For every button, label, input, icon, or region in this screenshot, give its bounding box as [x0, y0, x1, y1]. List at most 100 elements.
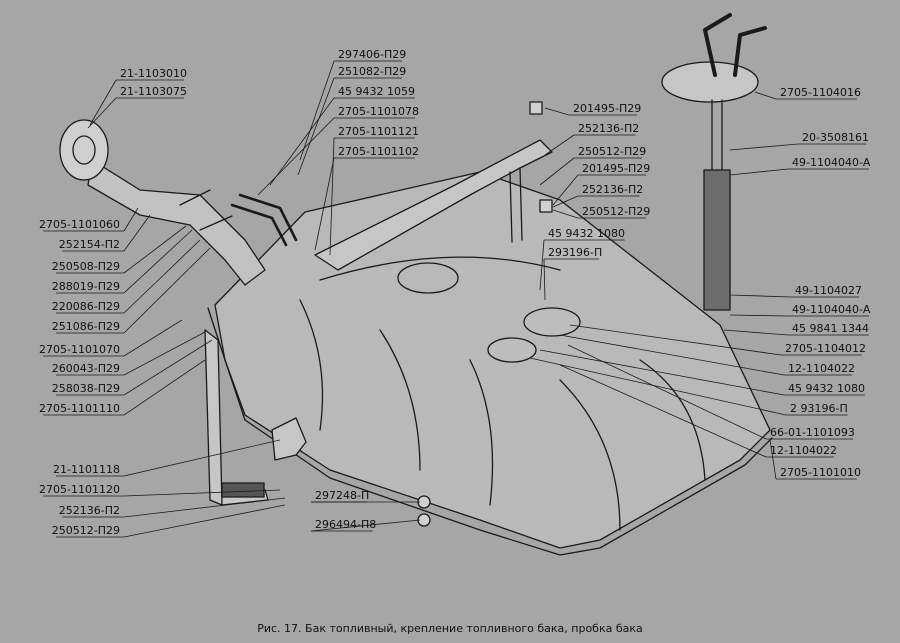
- part-label: 252136-П2: [59, 504, 120, 517]
- leader-line: [539, 157, 575, 186]
- leader-line: [123, 214, 151, 252]
- tank-rib-5: [639, 359, 706, 481]
- leader-line: [299, 60, 335, 161]
- leader-line: [123, 247, 211, 334]
- part-label: 21-1101118: [53, 463, 120, 476]
- tank-top-rib: [319, 256, 561, 281]
- part-label: 12-1104022: [770, 444, 837, 457]
- part-label: 45 9432 1080: [788, 382, 865, 395]
- leader-line: [569, 324, 782, 356]
- bolt-1: [529, 101, 543, 115]
- leader-line: [257, 117, 335, 196]
- leader-line: [552, 195, 579, 208]
- leader-line: [754, 91, 777, 100]
- leader-line: [123, 489, 281, 497]
- sender-tube-1: [703, 13, 732, 77]
- part-label: 252136-П2: [578, 122, 639, 135]
- leader-line: [729, 294, 792, 298]
- leader-line: [123, 319, 183, 357]
- part-label: 297248-П: [315, 489, 369, 502]
- sender-tube-body: [703, 169, 731, 311]
- sender-flange: [661, 61, 759, 103]
- filler-clamp: [179, 189, 233, 231]
- figure-caption: Рис. 17. Бак топливный, крепление топлив…: [257, 622, 643, 635]
- part-label: 250512-П29: [52, 524, 120, 537]
- tank-rib-1: [299, 299, 324, 431]
- filler-cap: [59, 119, 109, 181]
- part-label: 250512-П29: [582, 205, 650, 218]
- leader-line: [123, 439, 281, 477]
- filler-cap-inner: [72, 135, 96, 165]
- leader-line: [544, 107, 570, 116]
- leader-line: [544, 134, 575, 156]
- part-label: 258038-П29: [52, 382, 120, 395]
- part-label: 21-1103010: [120, 67, 187, 80]
- leader-line: [123, 229, 193, 294]
- part-label: 2705-1101070: [39, 343, 120, 356]
- sender-tube-2: [733, 26, 767, 77]
- mounting-strap-side: [509, 167, 523, 243]
- part-label: 2705-1101120: [39, 483, 120, 496]
- part-label: 201495-П29: [582, 162, 650, 175]
- part-label: 20-3508161: [802, 131, 869, 144]
- part-label: 12-1104022: [788, 362, 855, 375]
- part-label: 2705-1101060: [39, 218, 120, 231]
- part-label: 250512-П29: [578, 145, 646, 158]
- part-label: 2705-1101078: [338, 105, 419, 118]
- part-label: 2705-1104012: [785, 342, 866, 355]
- bolt-2: [539, 199, 553, 213]
- leader-line: [552, 209, 579, 219]
- leader-line: [723, 329, 789, 336]
- part-label: 45 9432 1059: [338, 85, 415, 98]
- leader-line: [559, 334, 785, 376]
- part-label: 260043-П29: [52, 362, 120, 375]
- part-label: 21-1103075: [120, 85, 187, 98]
- filler-neck: [87, 159, 266, 286]
- part-label: 49-1104040-А: [792, 303, 871, 316]
- leader-line: [310, 519, 421, 532]
- part-label: 297406-П29: [338, 48, 406, 61]
- part-label: 2705-1101121: [338, 125, 419, 138]
- leader-line: [123, 339, 213, 396]
- mounting-strap-top: [314, 139, 553, 271]
- tank-rib-2: [379, 329, 421, 471]
- part-label: 252136-П2: [582, 183, 643, 196]
- leader-line: [89, 79, 117, 126]
- part-label: 252154-П2: [59, 238, 120, 251]
- part-label: 2705-1101010: [780, 466, 861, 479]
- leader-line: [314, 157, 335, 251]
- leader-line: [123, 207, 139, 232]
- leader-line: [329, 137, 335, 256]
- breather-hose: [230, 193, 298, 247]
- part-label: 49-1104027: [795, 284, 862, 297]
- leader-line: [123, 331, 206, 376]
- leader-line: [123, 359, 206, 416]
- part-label: 220086-П29: [52, 300, 120, 313]
- part-label: 49-1104040-А: [792, 156, 871, 169]
- leader-line: [559, 364, 767, 458]
- part-label: 251086-П29: [52, 320, 120, 333]
- tank-rib-3: [469, 359, 494, 506]
- leader-line: [297, 77, 335, 176]
- pump-unit-1: [523, 307, 581, 337]
- leader-line: [539, 349, 785, 396]
- leader-line: [543, 258, 546, 301]
- leader-line: [729, 143, 799, 151]
- part-label: 2705-1101110: [39, 402, 120, 415]
- leader-line: [729, 168, 789, 176]
- part-label: 2 93196-П: [790, 402, 848, 415]
- leader-line: [87, 97, 117, 129]
- pump-unit-2: [487, 337, 537, 363]
- leader-line: [552, 174, 579, 206]
- part-label: 66-01-1101093: [770, 426, 855, 439]
- part-label: 45 9841 1344: [792, 322, 869, 335]
- leader-line: [567, 344, 767, 440]
- leader-line: [729, 314, 789, 317]
- part-label: 45 9432 1080: [548, 227, 625, 240]
- part-label: 288019-П29: [52, 280, 120, 293]
- part-label: 250508-П29: [52, 260, 120, 273]
- leader-line: [123, 497, 286, 518]
- leader-line: [529, 357, 787, 416]
